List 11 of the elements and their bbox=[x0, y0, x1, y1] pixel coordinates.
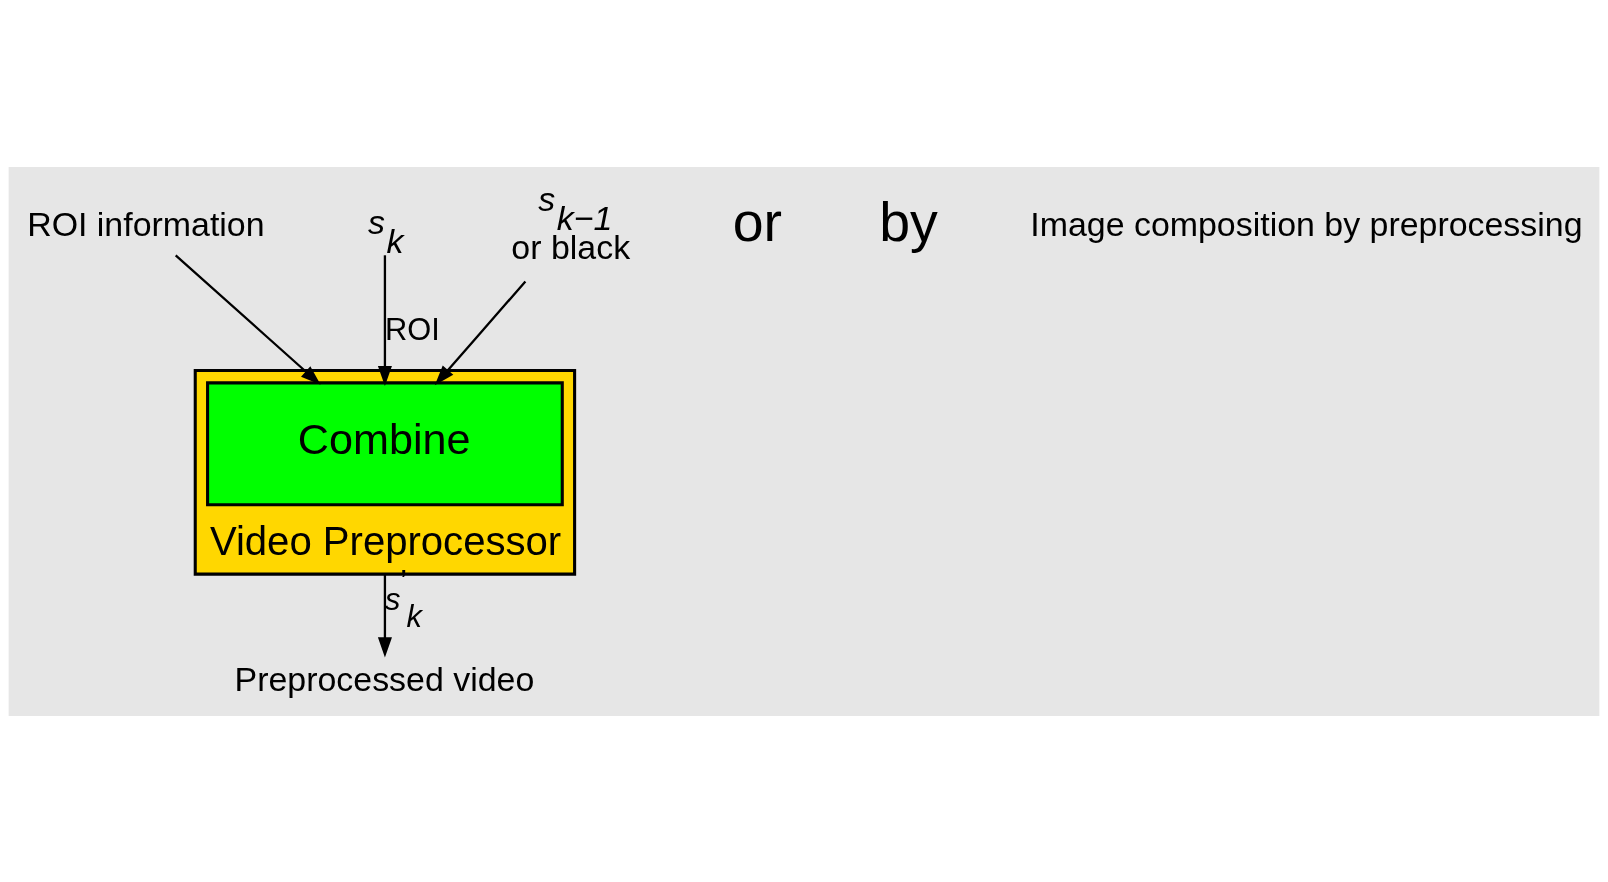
node-text: ROI information bbox=[27, 204, 265, 243]
label: Image composition by preprocessing bbox=[1030, 204, 1583, 243]
arrow bbox=[377, 573, 392, 657]
label: by bbox=[879, 190, 938, 253]
arrow bbox=[377, 254, 392, 386]
edge-label: ROI bbox=[384, 311, 440, 347]
node-box: Combine bbox=[206, 380, 564, 506]
arrow bbox=[174, 253, 321, 385]
node-text: Preprocessed video bbox=[234, 659, 535, 698]
label: or bbox=[732, 190, 783, 253]
arrow bbox=[434, 280, 527, 385]
